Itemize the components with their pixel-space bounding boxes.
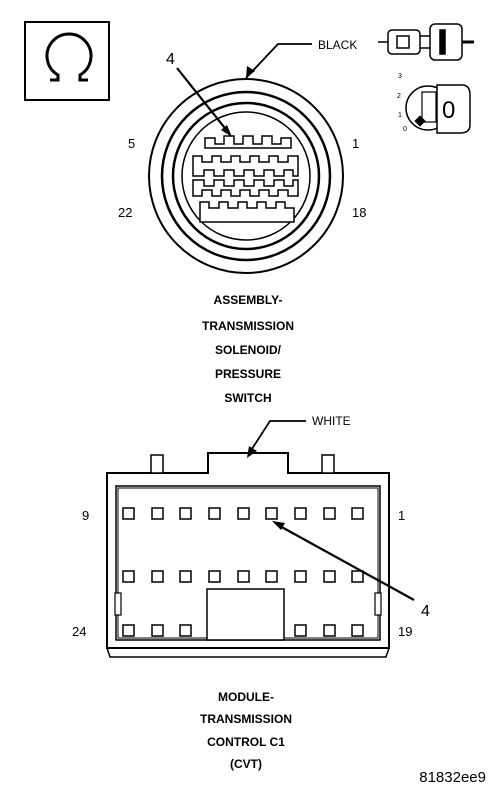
solenoid-pin-row-1: [204, 135, 292, 149]
svg-text:ASSEMBLY-: ASSEMBLY-: [214, 293, 283, 307]
svg-text:3: 3: [398, 73, 402, 80]
tcm-pin-19-label: 19: [398, 624, 412, 639]
tcm-pin-row-middle: [122, 570, 364, 583]
svg-text:SWITCH: SWITCH: [224, 391, 271, 405]
solenoid-connector-face: [148, 78, 344, 274]
solenoid-pin-row-2: [192, 155, 299, 177]
key-label: 0: [442, 97, 455, 124]
solenoid-pin-22-label: 22: [118, 205, 132, 220]
solenoid-pin-1-label: 1: [352, 136, 359, 151]
svg-text:PRESSURE: PRESSURE: [215, 367, 281, 381]
tcm-connector-title: MODULE- TRANSMISSION CONTROL C1 (CVT): [200, 690, 292, 771]
svg-text:CONTROL C1: CONTROL C1: [207, 735, 285, 749]
svg-text:(CVT): (CVT): [230, 757, 262, 771]
solenoid-pin-5-label: 5: [128, 136, 135, 151]
solenoid-pin-row-3: [192, 179, 299, 197]
tcm-pin-row-bottom: [122, 624, 364, 637]
black-wire-leader: BLACK: [245, 38, 357, 79]
white-wire-leader: WHITE: [247, 414, 351, 458]
svg-text:SOLENOID/: SOLENOID/: [215, 343, 282, 357]
tcm-pin-9-label: 9: [82, 508, 89, 523]
svg-text:MODULE-: MODULE-: [218, 690, 274, 704]
figure-code: 81832ee9: [419, 769, 486, 786]
black-wire-label: BLACK: [318, 38, 357, 52]
connector-plug-icon: [378, 23, 474, 61]
svg-text:0: 0: [403, 126, 407, 133]
white-wire-label: WHITE: [312, 414, 351, 428]
svg-text:TRANSMISSION: TRANSMISSION: [202, 319, 294, 333]
tcm-callout-number: 4: [421, 603, 430, 620]
tcm-connector-face: [106, 452, 390, 658]
ohmmeter-symbol-icon: [24, 21, 110, 101]
solenoid-pin-18-label: 18: [352, 205, 366, 220]
svg-text:1: 1: [398, 112, 402, 119]
tcm-callout: 4: [272, 521, 430, 620]
tcm-pin-row-top: [122, 507, 364, 520]
ignition-key-icon: 3 2 1 0 0: [397, 73, 471, 134]
solenoid-pin-row-4: [199, 201, 295, 223]
tcm-pin-1-label: 1: [398, 508, 405, 523]
svg-text:2: 2: [397, 93, 401, 100]
solenoid-callout: 4: [166, 51, 232, 137]
solenoid-callout-number: 4: [166, 51, 175, 68]
svg-text:TRANSMISSION: TRANSMISSION: [200, 712, 292, 726]
tcm-pin-24-label: 24: [72, 624, 86, 639]
solenoid-connector-title: ASSEMBLY- TRANSMISSION SOLENOID/ PRESSUR…: [202, 293, 294, 405]
